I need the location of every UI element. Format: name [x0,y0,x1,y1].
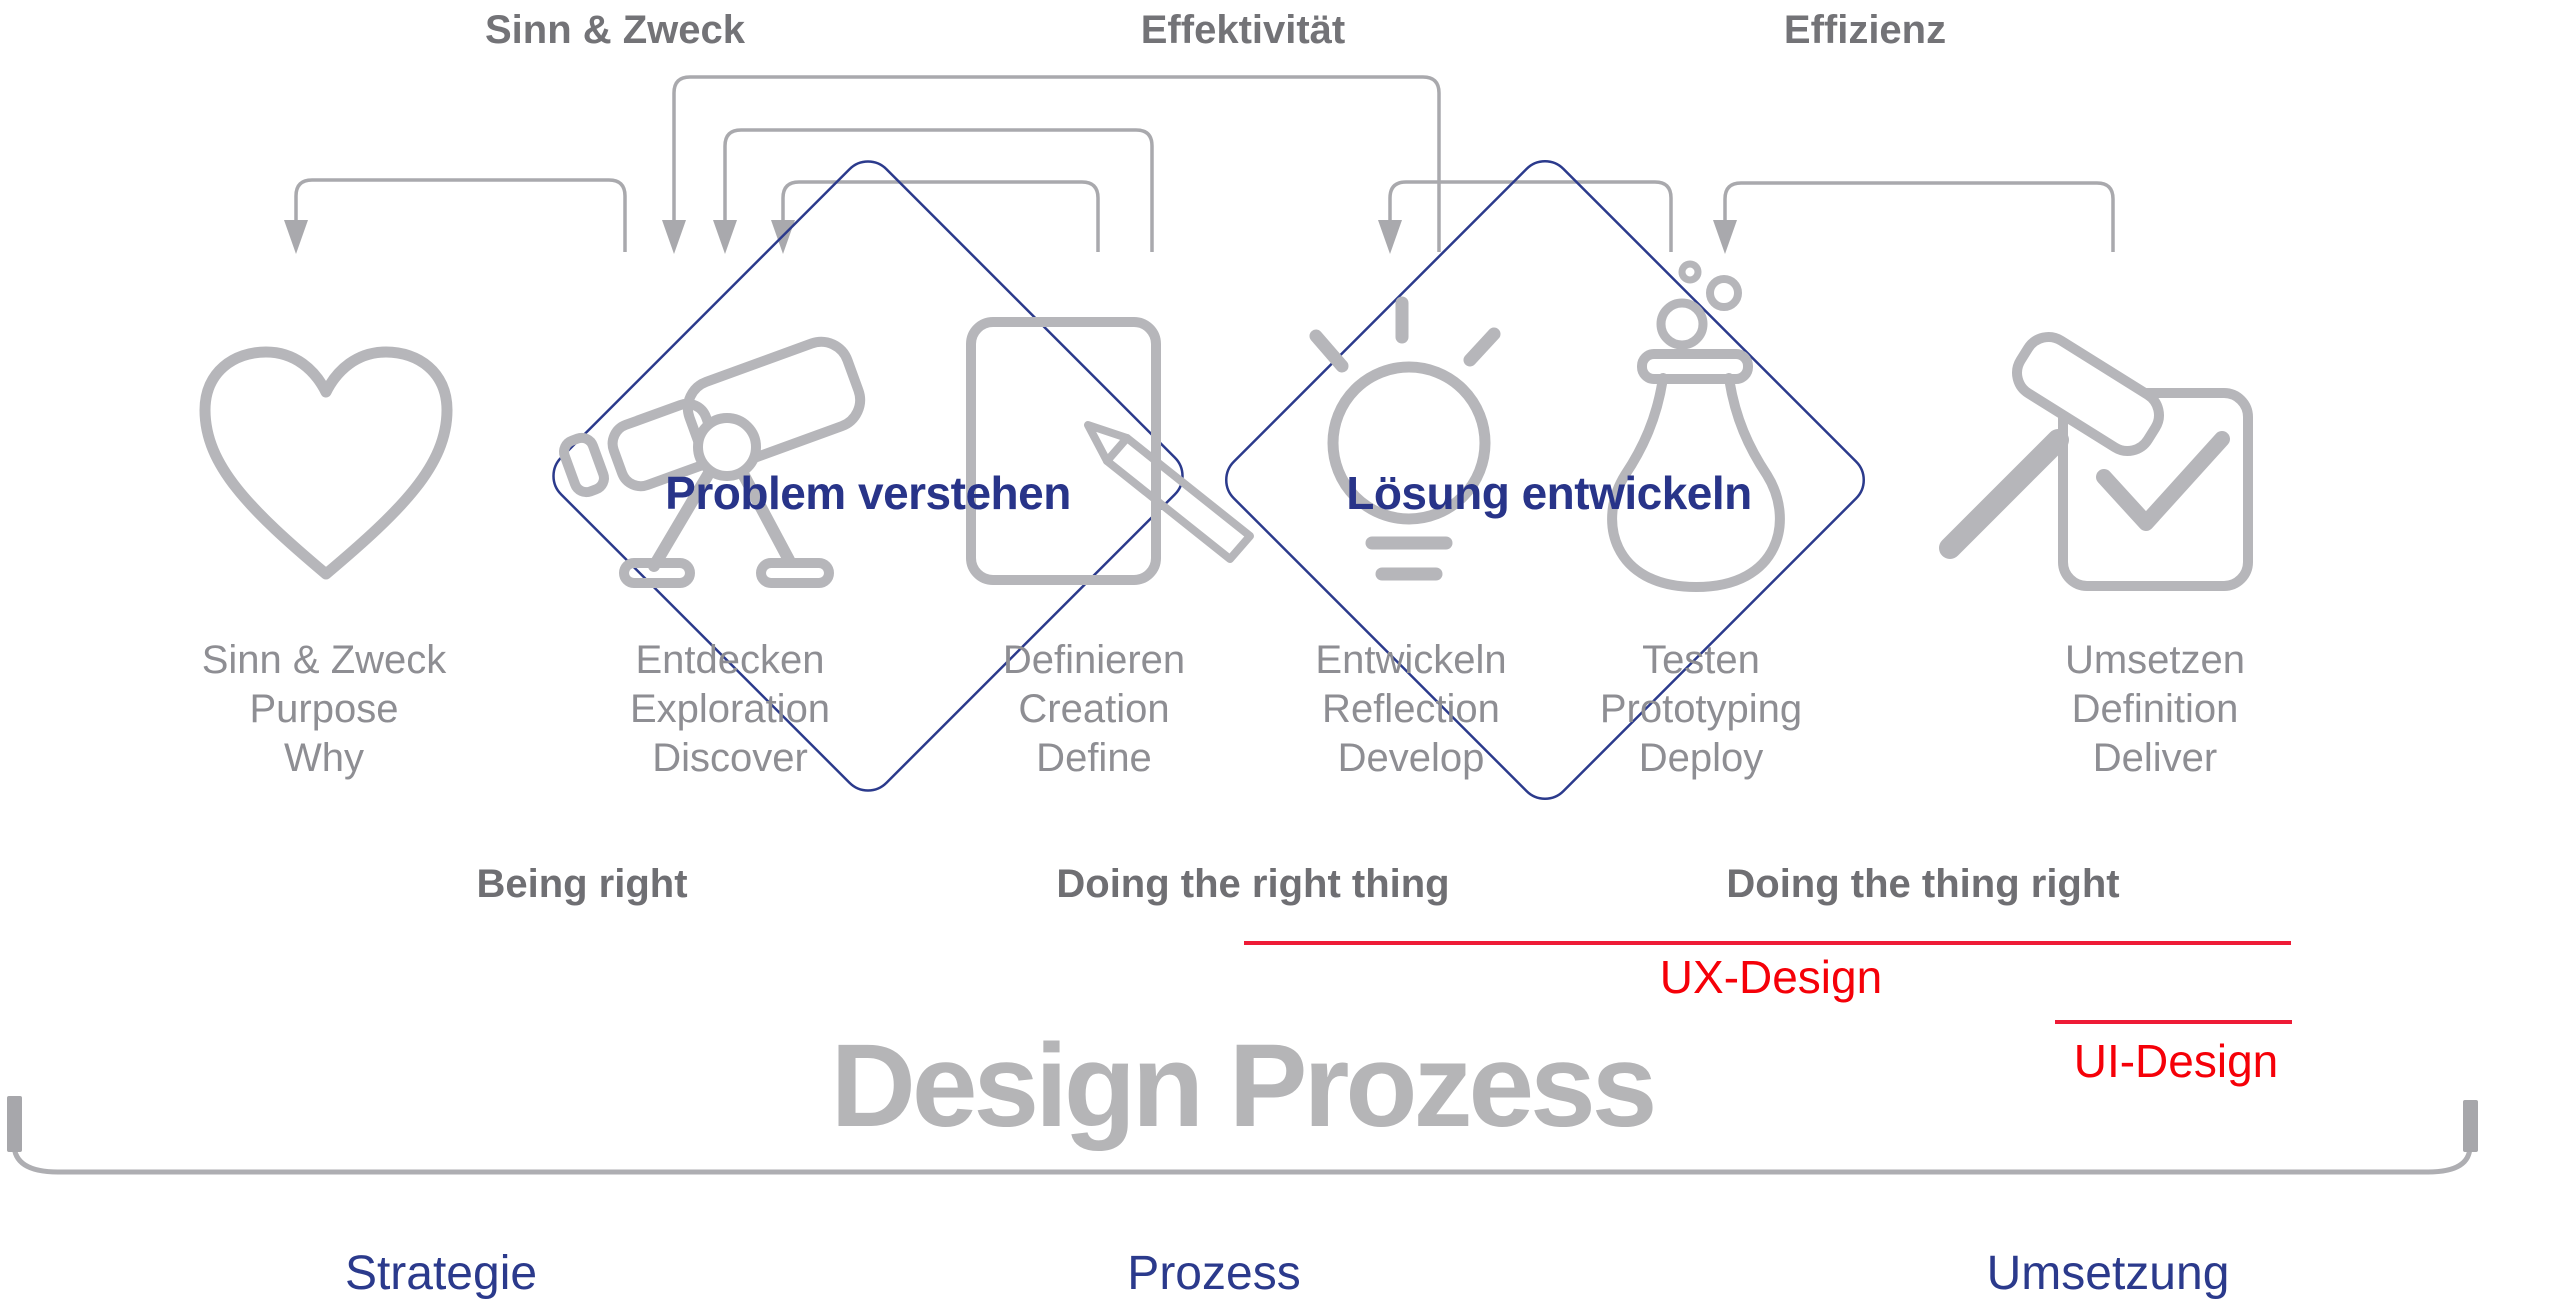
diamond-label-problem: Problem verstehen [665,467,1071,519]
page-title: Design Prozess [830,1020,1658,1152]
phase-line: Sinn & Zweck [201,638,447,682]
phase-line: Exploration [629,687,831,731]
feedback-arrow-3 [723,128,1154,252]
diamond-problem [552,160,1184,792]
phase-line: Creation [1018,687,1170,731]
footer-prozess: Prozess [1127,1247,1301,1300]
diamond-loesung [1225,160,1865,800]
diamond-shapes [552,160,1865,800]
phase-column-develop: Entwickeln Reflection Develop [1315,636,1506,783]
phase-line: Deploy [1638,736,1764,780]
ui-design-label: UI-Design [2073,1035,2279,1087]
arrowhead-icon [662,220,686,254]
phase-column-deploy: Testen Prototyping Deploy [1600,636,1802,783]
top-label-sinn-zweck: Sinn & Zweck [484,8,746,52]
phase-line: Prototyping [1599,687,1803,731]
top-label-effizienz: Effizienz [1783,8,1947,52]
telescope-icon [559,336,866,588]
feedback-arrows [294,75,2115,252]
bottom-bracket [7,1096,2478,1175]
phase-line: Define [1036,736,1152,780]
phase-line: Discover [652,736,808,780]
arrowhead-icon [713,220,737,254]
feedback-arrow-6 [1723,181,2115,252]
principle-thing-right: Doing the thing right [1726,862,2120,906]
top-label-effektivitaet: Effektivität [1140,8,1346,52]
arrowheads [284,220,1737,254]
feedback-arrow-1 [294,178,627,252]
arrowhead-icon [1378,220,1402,254]
phase-line: Definition [2071,687,2239,731]
principle-right-thing: Doing the right thing [1056,862,1450,906]
phase-line: Umsetzen [2064,638,2246,682]
principle-being-right: Being right [476,862,688,906]
phase-line: Deliver [2092,736,2218,780]
phase-line: Why [284,736,364,780]
phase-line: Testen [1642,638,1760,682]
phase-column-define: Definieren Creation Define [1003,636,1185,783]
diamond-label-loesung: Lösung entwickeln [1346,467,1752,519]
hammer-check-icon [1939,332,2253,591]
phase-column-purpose: Sinn & Zweck Purpose Why [202,636,447,783]
feedback-arrow-5 [1388,180,1673,252]
arrowhead-icon [284,220,308,254]
footer-umsetzung: Umsetzung [1986,1247,2230,1300]
phase-line: Entwickeln [1315,638,1507,682]
phase-line: Develop [1337,736,1485,780]
ux-design-label: UX-Design [1659,951,1883,1003]
phase-line: Definieren [1002,638,1186,682]
phase-line: Purpose [249,687,399,731]
lightbulb-icon [1309,296,1501,581]
phase-line: Reflection [1322,687,1500,731]
notepad-pencil-icon [966,317,1254,585]
flask-icon [1607,260,1785,592]
arrowhead-icon [1713,220,1737,254]
phase-line: Entdecken [635,638,825,682]
phase-column-discover: Entdecken Exploration Discover [630,636,830,783]
feedback-arrow-2 [672,75,1441,252]
heart-icon [199,346,453,580]
red-annotation-lines [1244,941,2292,1024]
feedback-arrow-4 [781,180,1100,252]
footer-strategie: Strategie [344,1247,538,1300]
phase-column-deliver: Umsetzen Definition Deliver [2065,636,2245,783]
